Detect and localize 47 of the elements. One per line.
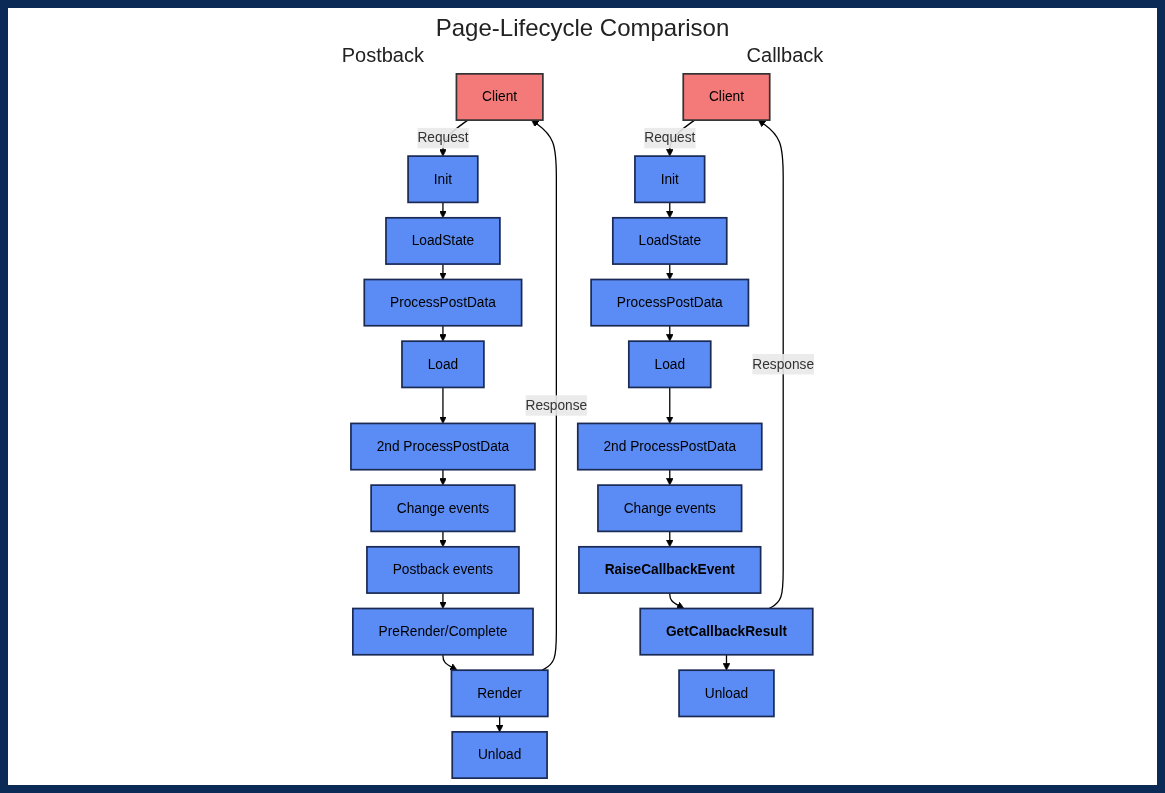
node-box: 2nd ProcessPostData <box>350 422 536 471</box>
node-box: ProcessPostData <box>590 278 750 327</box>
arrow <box>439 386 447 424</box>
node-box: Unload <box>451 731 548 779</box>
node-box: Postback events <box>366 545 520 594</box>
arrow <box>669 592 685 609</box>
arrow <box>439 201 447 219</box>
node-box: Client <box>455 73 544 121</box>
arrow <box>758 119 784 610</box>
arrow <box>439 263 447 280</box>
arrow <box>666 386 674 424</box>
arrow <box>439 325 447 342</box>
node-box: Load <box>401 340 485 389</box>
diagram-title: Page-Lifecycle Comparison <box>435 14 730 42</box>
arrow <box>666 325 674 342</box>
node-box: LoadState <box>611 216 728 265</box>
node-box: RaiseCallbackEvent <box>578 545 762 594</box>
arrow <box>439 530 447 548</box>
node-box: GetCallbackResult <box>639 607 814 656</box>
arrow <box>666 530 674 548</box>
node-box: ProcessPostData <box>363 278 523 327</box>
node-box: Render <box>450 669 549 718</box>
arrow <box>666 201 674 219</box>
node-box: Init <box>634 155 706 204</box>
edge-label: Request <box>417 130 469 145</box>
node-box: Unload <box>678 669 775 718</box>
node-box: Change events <box>597 484 743 533</box>
arrow <box>722 654 731 671</box>
arrow <box>495 715 504 733</box>
node-box: Init <box>407 155 479 204</box>
node-box: LoadState <box>385 216 501 265</box>
node-box: PreRender/Complete <box>352 607 534 656</box>
node-box: Load <box>627 340 712 389</box>
arrow <box>442 654 458 671</box>
arrow <box>439 469 447 486</box>
arrow <box>531 119 557 671</box>
edge-label: Request <box>644 130 696 145</box>
column-heading: Callback <box>746 44 824 67</box>
node-box: Client <box>682 73 771 121</box>
edge-label: Response <box>752 356 815 372</box>
edge-label: Response <box>525 397 588 413</box>
arrow <box>439 592 447 609</box>
arrow <box>666 469 674 486</box>
arrow <box>666 263 674 280</box>
node-box: 2nd ProcessPostData <box>576 422 763 471</box>
node-box: Change events <box>370 484 516 533</box>
column-heading: Postback <box>341 44 424 67</box>
